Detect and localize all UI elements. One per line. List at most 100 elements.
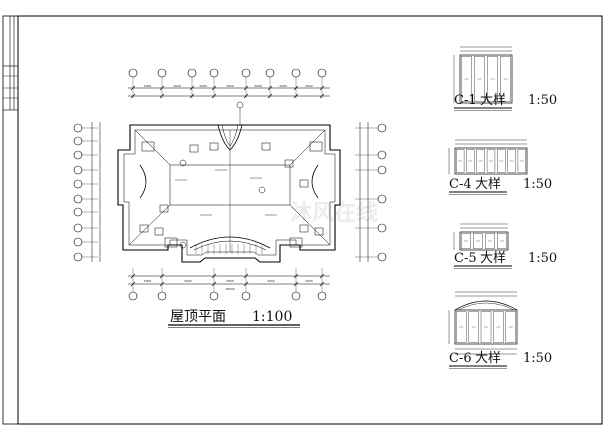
axis-bubble-top — [265, 68, 275, 78]
entry-arch-inner — [193, 240, 267, 251]
detail-pane — [517, 149, 526, 173]
dim-tick — [243, 93, 249, 99]
axis-bubble-left — [73, 223, 83, 233]
axis-bubble-top — [187, 68, 197, 78]
roof-box — [164, 237, 178, 248]
dim-tick — [319, 273, 325, 279]
detail-pane — [473, 233, 483, 249]
detail-scale: 1:50 — [523, 177, 552, 192]
roof-plan-scale: 1:100 — [252, 309, 292, 325]
chimney — [261, 142, 271, 151]
axis-bubble-left — [73, 136, 83, 146]
dim-text-bottom-total: 18000 — [225, 287, 235, 291]
dim-tick — [211, 93, 217, 99]
dim-tick — [243, 85, 249, 91]
dim-tick — [130, 93, 136, 99]
detail-pane — [456, 149, 465, 173]
hip-line — [128, 204, 171, 246]
detail-pane — [476, 149, 485, 173]
detail-pane — [497, 149, 506, 173]
dim-tick — [159, 273, 165, 279]
chimney — [159, 204, 169, 213]
detail-pane — [486, 149, 496, 173]
left-bay-arc — [139, 164, 147, 199]
dim-text-top: 3000 — [226, 84, 234, 88]
axis-bubble-top — [291, 68, 301, 78]
detail-name: 大样 — [480, 251, 506, 266]
dim-text-top: 3000 — [173, 84, 181, 88]
dim-tick — [267, 93, 273, 99]
detail-code: C-1 — [454, 93, 477, 108]
detail-pane — [461, 56, 472, 102]
detail-scale: 1:50 — [528, 93, 557, 108]
hip-line — [289, 204, 331, 246]
dim-text-bottom: 3000 — [305, 279, 313, 283]
dim-tick — [293, 281, 299, 287]
axis-bubble-left — [73, 207, 83, 217]
dim-text-top: 3000 — [144, 84, 152, 88]
axis-bubble-bottom — [291, 291, 301, 301]
detail-pane — [456, 311, 467, 343]
dim-tick — [293, 273, 299, 279]
chimney — [314, 227, 324, 236]
axis-bubble-left — [73, 237, 83, 247]
axis-bubble-left — [73, 179, 83, 189]
dim-text-top: 3000 — [279, 84, 287, 88]
detail-pane — [474, 56, 485, 102]
dim-tick — [211, 273, 217, 279]
detail-name: 大样 — [475, 351, 501, 366]
dim-tick — [130, 273, 136, 279]
detail-pane — [500, 56, 511, 102]
axis-bubble-bottom — [317, 291, 327, 301]
dim-text-top: 3000 — [199, 84, 207, 88]
roof-box — [309, 141, 323, 152]
dim-tick — [159, 281, 165, 287]
chimney — [284, 159, 294, 168]
detail-pane — [461, 233, 471, 249]
dim-tick — [319, 93, 325, 99]
dim-text-bottom: 3000 — [184, 279, 192, 283]
axis-bubble-right — [377, 150, 387, 160]
roof-box — [289, 237, 303, 248]
watermark-text: 沐风在线 — [290, 200, 378, 226]
title-block — [2, 15, 19, 425]
detail-frame — [454, 309, 518, 345]
detail-pane — [507, 149, 516, 173]
chimney — [299, 224, 309, 233]
dim-tick — [189, 93, 195, 99]
dim-tick — [319, 85, 325, 91]
detail-name: 大样 — [480, 93, 506, 108]
bay-arc-inner — [221, 124, 239, 147]
roof-outline — [117, 124, 341, 263]
detail-scale: 1:50 — [523, 351, 552, 366]
axis-bubble-left — [73, 252, 83, 262]
axis-bubble-bottom — [157, 291, 167, 301]
detail-arch — [454, 300, 518, 311]
axis-bubble-top — [241, 68, 251, 78]
axis-bubble-top — [128, 68, 138, 78]
dim-tick — [243, 273, 249, 279]
dim-tick — [189, 85, 195, 91]
dim-text-top: 3000 — [305, 84, 313, 88]
axis-bubble-bottom — [128, 291, 138, 301]
roof-plan-title: 屋顶平面 — [170, 309, 226, 325]
vent-circle — [236, 101, 244, 109]
dim-tick — [159, 93, 165, 99]
axis-bubble-right — [377, 165, 387, 175]
detail-name: 大样 — [475, 177, 501, 192]
vent-circle — [179, 241, 187, 249]
axis-bubble-right — [377, 194, 387, 204]
axis-bubble-top — [157, 68, 167, 78]
dim-tick — [293, 93, 299, 99]
detail-code: C-4 — [449, 177, 472, 192]
dim-tick — [267, 85, 273, 91]
detail-frame — [459, 54, 513, 104]
axis-bubble-left — [73, 123, 83, 133]
axis-bubble-top — [317, 68, 327, 78]
axis-bubble-bottom — [241, 291, 251, 301]
hip-line — [134, 129, 171, 166]
